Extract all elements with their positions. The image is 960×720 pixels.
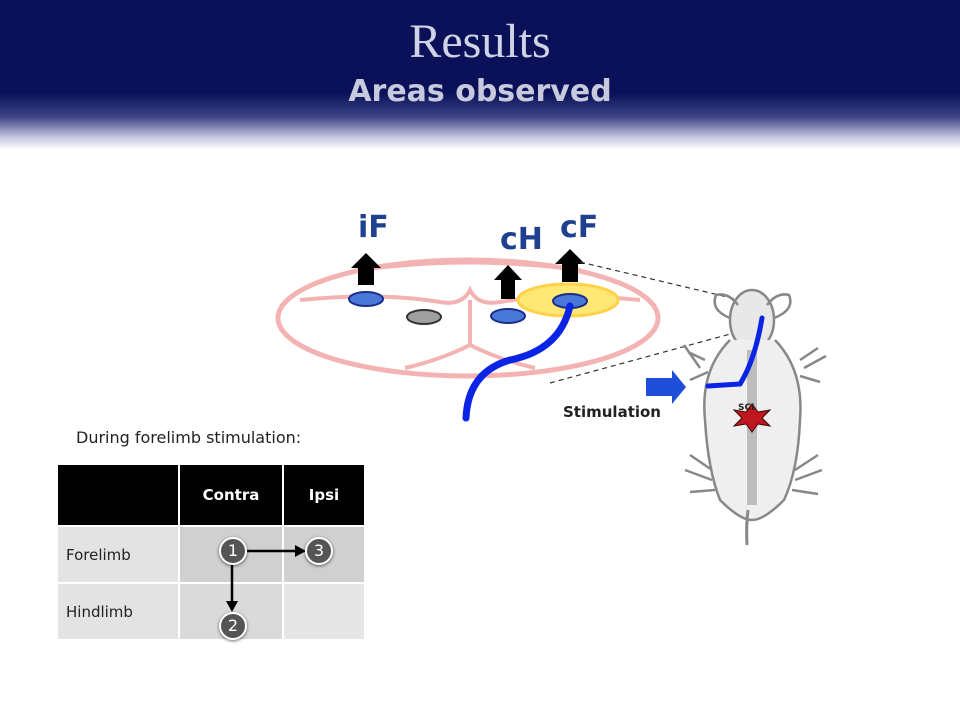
rat-wire <box>705 315 765 389</box>
slide-subtitle: Areas observed <box>348 74 612 109</box>
stimulation-wire <box>462 302 574 422</box>
electrode-ch <box>490 308 526 324</box>
cf-highlight <box>516 282 620 318</box>
stimulation-arrow-icon <box>646 370 686 404</box>
cortex-midline <box>299 285 641 305</box>
header-empty <box>56 463 180 527</box>
step-badge-3: 3 <box>305 537 333 565</box>
electrode-if <box>348 291 384 307</box>
slide-title: Results <box>409 15 551 68</box>
sci-label: SCI <box>738 403 754 413</box>
title-banner <box>0 0 960 150</box>
projection-line <box>579 261 741 301</box>
step-badge-2: 2 <box>219 612 247 640</box>
table-caption: During forelimb stimulation: <box>76 428 302 447</box>
stimulation-label: Stimulation <box>563 403 661 421</box>
table-row: Hindlimb <box>56 582 366 641</box>
table-header-row: Contra Ipsi <box>56 463 366 527</box>
cell-hindlimb-ipsi <box>282 582 366 641</box>
arrow-up-icon <box>494 265 522 299</box>
label-ch: cH <box>500 222 543 257</box>
label-cf: cF <box>560 210 599 245</box>
cortex-upper-curve <box>359 260 581 272</box>
rat-illustration <box>682 288 827 546</box>
lesion-star-icon <box>732 403 772 433</box>
arrow-up-icon <box>351 253 381 285</box>
header-ipsi: Ipsi <box>282 463 366 527</box>
row-label-hindlimb: Hindlimb <box>56 582 180 641</box>
electrode-cf <box>552 293 588 309</box>
row-label-forelimb: Forelimb <box>56 525 180 584</box>
label-if: iF <box>358 210 389 245</box>
cortex-outline <box>275 257 661 379</box>
cortex-center-line <box>404 300 536 370</box>
header-contra: Contra <box>178 463 284 527</box>
arrow-up-icon <box>555 249 585 282</box>
electrode-gray <box>406 309 442 325</box>
step-badge-1: 1 <box>219 537 247 565</box>
projection-line <box>549 329 746 384</box>
